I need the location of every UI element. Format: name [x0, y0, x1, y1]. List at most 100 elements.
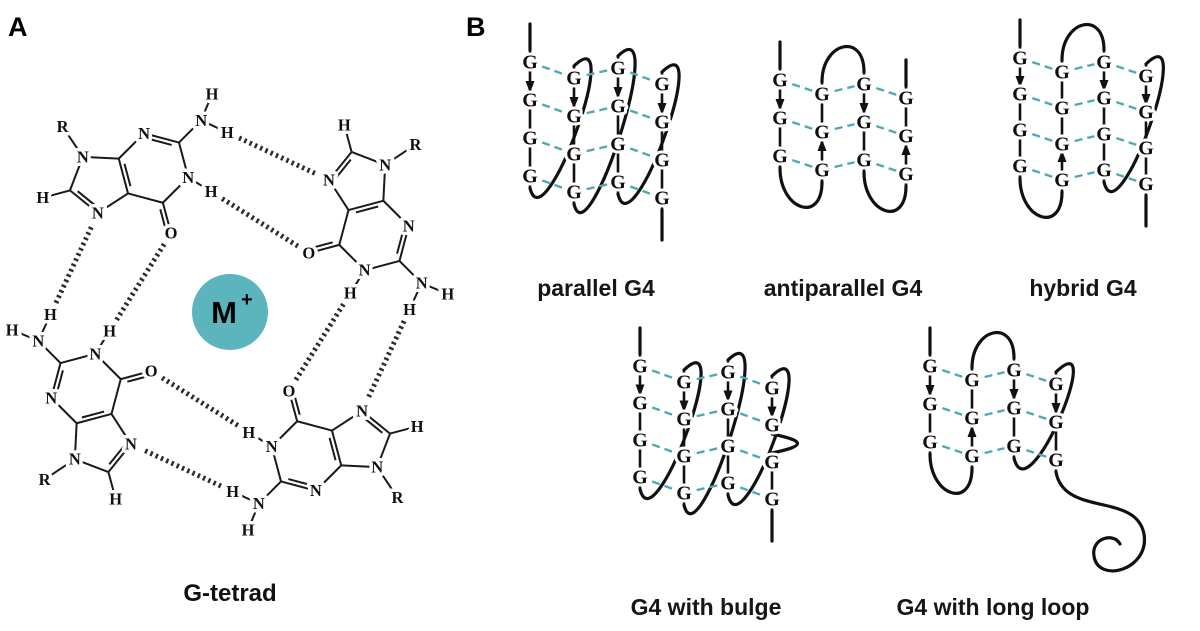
- g-letter: G: [814, 160, 830, 182]
- strand-direction-arrow-up: [1057, 150, 1067, 162]
- atom-label: R: [409, 135, 422, 154]
- g-letter: G: [1096, 124, 1112, 146]
- g-letter: G: [764, 452, 780, 474]
- g-tetrad-structure: NNNNNORHHHHNNNNNORHHHHNNNNNORHHHHNNNNNOR…: [2, 81, 458, 543]
- loops: [638, 326, 799, 543]
- tetrad-hbond-dashes: [1019, 56, 1147, 186]
- strand-direction-arrow-down: [767, 406, 777, 419]
- g-letter: G: [610, 58, 626, 80]
- strand-direction-arrow-down: [1099, 80, 1109, 92]
- strand-direction-arrow-down: [679, 400, 689, 413]
- atom-label: H: [44, 305, 57, 324]
- strands: [635, 354, 777, 511]
- atom-label: H: [242, 423, 255, 442]
- g-letter: G: [964, 446, 980, 468]
- g-letter: G: [654, 150, 670, 172]
- g-letter: G: [898, 88, 914, 110]
- atom-label: O: [145, 361, 158, 380]
- g-letter: G: [856, 112, 872, 134]
- strands: [775, 68, 911, 186]
- atom-label: N: [125, 435, 137, 454]
- g-letter: G: [1096, 88, 1112, 110]
- g-letter: G: [632, 430, 648, 452]
- atom-label: O: [165, 224, 178, 243]
- g-letter: G: [676, 409, 692, 431]
- atom-label: N: [92, 204, 104, 223]
- g-letter: G: [676, 483, 692, 505]
- atom-label: N: [138, 124, 150, 143]
- g-letter: G: [764, 378, 780, 400]
- g-letter: G: [566, 68, 582, 90]
- atom-label: N: [69, 450, 81, 469]
- strand-direction-arrow-up: [817, 139, 827, 151]
- atom-label: N: [323, 170, 335, 189]
- hydrogen-bond: [365, 320, 407, 401]
- g-letter: G: [1048, 374, 1064, 396]
- strand-direction-arrow-down: [525, 81, 535, 93]
- g-letter: G: [522, 166, 538, 188]
- strand-direction-arrow-up: [901, 143, 911, 155]
- strand-direction-arrow-up: [967, 425, 977, 437]
- tetrad-hbond-dashes: [929, 364, 1057, 462]
- atom-label: H: [205, 182, 218, 201]
- g-letter: G: [1012, 48, 1028, 70]
- g-letter: G: [856, 150, 872, 172]
- g-letter: G: [632, 467, 648, 489]
- g-letter: G: [1012, 156, 1028, 178]
- g-tetrad-caption: G-tetrad: [183, 580, 276, 607]
- g-letter: G: [1006, 360, 1022, 382]
- atom-label: N: [310, 481, 322, 500]
- g-letter: G: [898, 164, 914, 186]
- g-letter: G: [720, 399, 736, 421]
- g-letter: G: [720, 362, 736, 384]
- g-letter: G: [764, 489, 780, 511]
- atom-label: N: [371, 458, 383, 477]
- atom-label: H: [338, 115, 351, 134]
- atom-label: R: [391, 488, 404, 507]
- g-letter: G: [922, 356, 938, 378]
- g-letter: G: [720, 473, 736, 495]
- g-letter: G: [1138, 138, 1154, 160]
- atom-label: N: [253, 494, 265, 513]
- g-letter: G: [1054, 134, 1070, 156]
- loops: [1018, 18, 1165, 228]
- g-letter: G: [814, 84, 830, 106]
- g-letter: G: [632, 356, 648, 378]
- g-letter: G: [1138, 174, 1154, 196]
- strand-direction-arrow-down: [925, 385, 935, 397]
- strand-direction-arrow-down: [775, 99, 785, 111]
- atom-label: O: [302, 244, 315, 263]
- strands: [1015, 46, 1151, 196]
- atom-label: N: [379, 155, 391, 174]
- antiparallel-g4-label: antiparallel G4: [764, 275, 923, 301]
- strand-direction-arrow-down: [723, 390, 733, 403]
- atom-label: H: [441, 285, 454, 304]
- g-letter: G: [1096, 160, 1112, 182]
- atom-label: H: [103, 321, 116, 340]
- strands: [925, 354, 1061, 472]
- g-letter: G: [1138, 102, 1154, 124]
- g-letter: G: [1012, 120, 1028, 142]
- atom-label: H: [226, 482, 239, 501]
- atom-label: H: [344, 284, 357, 303]
- hybrid-g4-label: hybrid G4: [1029, 275, 1137, 301]
- g-letter: G: [610, 134, 626, 156]
- g-letter: G: [676, 446, 692, 468]
- hydrogen-bond: [160, 375, 240, 428]
- panel-b-label: B: [466, 12, 486, 42]
- atom-label: N: [45, 388, 57, 407]
- g-letter: G: [1138, 66, 1154, 88]
- g-letter: G: [1054, 98, 1070, 120]
- g-letter: G: [522, 52, 538, 74]
- strand-direction-arrow-down: [569, 97, 579, 109]
- atom-label: N: [266, 437, 278, 456]
- g-letter: G: [814, 122, 830, 144]
